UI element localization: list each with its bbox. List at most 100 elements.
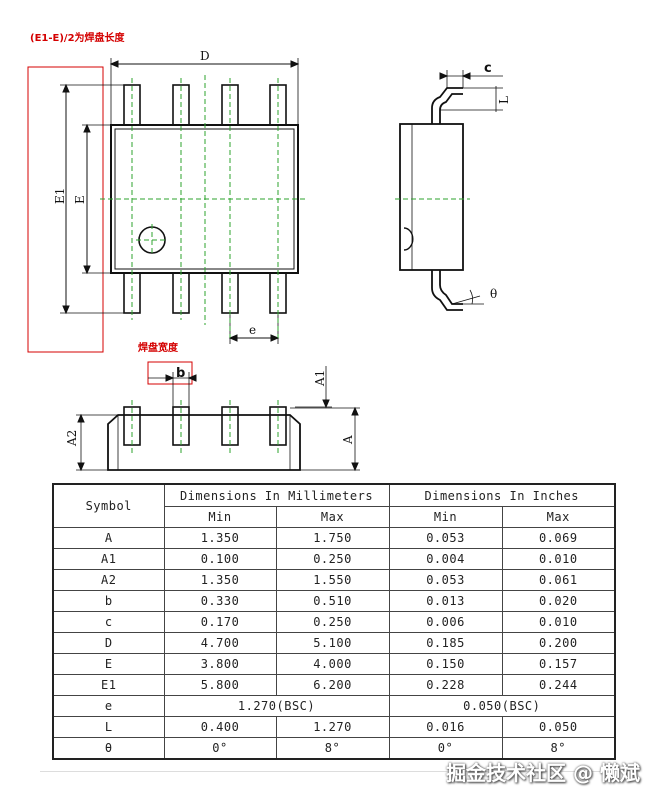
watermark: 掘金技术社区 @ 懒斌 <box>446 761 640 785</box>
front-view <box>76 361 360 472</box>
cell-mm-max: 6.200 <box>275 674 390 696</box>
front-body <box>107 414 301 471</box>
cell-symbol: D <box>52 632 165 654</box>
cell-in-min: 0.053 <box>388 527 503 549</box>
label-E1: E1 <box>53 188 67 204</box>
cell-in-min: 0° <box>388 737 503 760</box>
cell-in-min: 0.150 <box>388 653 503 675</box>
in-max-header: Max <box>501 506 616 528</box>
cell-mm-max: 1.270 <box>275 716 390 738</box>
cell-in-max: 0.069 <box>501 527 616 549</box>
center-lines-top <box>100 75 305 338</box>
cell-mm-max: 1.750 <box>275 527 390 549</box>
in-header: Dimensions In Inches <box>388 483 616 507</box>
cell-mm-max: 0.250 <box>275 611 390 633</box>
cell-in-min: 0.016 <box>388 716 503 738</box>
label-theta: θ <box>490 287 497 301</box>
in-min-header: Min <box>388 506 503 528</box>
cell-in-max: 0.010 <box>501 548 616 570</box>
cell-symbol: e <box>52 695 165 717</box>
cell-mm-min: 0.170 <box>163 611 277 633</box>
cell-mm-max: 8° <box>275 737 390 760</box>
cell-mm-min: 1.350 <box>163 569 277 591</box>
pad-width-note: 焊盘宽度 <box>138 343 178 354</box>
pad-width-highlight-box <box>147 361 193 385</box>
cell-in-max: 0.020 <box>501 590 616 612</box>
cell-in-max: 0.050 <box>501 716 616 738</box>
cell-mm-max: 0.250 <box>275 548 390 570</box>
cell-in-min: 0.006 <box>388 611 503 633</box>
table-row-e: e 1.270(BSC) 0.050(BSC) <box>52 695 616 717</box>
center-lines-front <box>131 400 279 455</box>
cell-mm-min: 0.100 <box>163 548 277 570</box>
cell-in-max: 0.061 <box>501 569 616 591</box>
cell-symbol: E <box>52 653 165 675</box>
e1-highlight-box <box>27 66 104 353</box>
label-D: D <box>200 49 210 63</box>
cell-mm-min: 5.800 <box>163 674 277 696</box>
dimension-table: Symbol Dimensions In Millimeters Dimensi… <box>52 483 616 760</box>
pad-length-note: (E1-E)/2为焊盘长度 <box>30 33 125 44</box>
pin-top-1 <box>123 84 141 126</box>
cell-mm-max: 4.000 <box>275 653 390 675</box>
pin-top-2 <box>172 84 190 126</box>
label-b: b <box>176 366 185 381</box>
cell-symbol: L <box>52 716 165 738</box>
cell-in-max: 0.157 <box>501 653 616 675</box>
cell-symbol: A2 <box>52 569 165 591</box>
cell-mm-min: 3.800 <box>163 653 277 675</box>
cell-symbol: E1 <box>52 674 165 696</box>
cell-mm-max: 1.550 <box>275 569 390 591</box>
symbol-header: Symbol <box>52 483 165 528</box>
cell-mm-max: 0.510 <box>275 590 390 612</box>
cell-in-min: 0.185 <box>388 632 503 654</box>
cell-in-max: 0.244 <box>501 674 616 696</box>
cell-in-min: 0.013 <box>388 590 503 612</box>
divider-line <box>40 771 640 772</box>
pin-top-4 <box>269 84 287 126</box>
package-drawing: D E1 E e c L θ <box>27 49 511 472</box>
cell-mm-min: 0° <box>163 737 277 760</box>
cell-in-max: 8° <box>501 737 616 760</box>
cell-mm-min: 0.330 <box>163 590 277 612</box>
cell-mm-max: 5.100 <box>275 632 390 654</box>
cell-mm-min: 0.400 <box>163 716 277 738</box>
cell-symbol: b <box>52 590 165 612</box>
label-e: e <box>249 323 256 337</box>
top-view <box>27 58 300 353</box>
cell-in-bsc: 0.050(BSC) <box>388 695 616 717</box>
side-view <box>399 70 503 311</box>
label-L: L <box>497 96 511 104</box>
label-A2: A2 <box>65 430 79 447</box>
mm-header: Dimensions In Millimeters <box>163 483 390 507</box>
pin-top-3 <box>221 84 239 126</box>
label-A: A <box>341 435 355 445</box>
cell-mm-bsc: 1.270(BSC) <box>163 695 390 717</box>
cell-symbol: A <box>52 527 165 549</box>
cell-in-max: 0.010 <box>501 611 616 633</box>
mm-max-header: Max <box>275 506 390 528</box>
cell-in-max: 0.200 <box>501 632 616 654</box>
mm-min-header: Min <box>163 506 277 528</box>
cell-symbol: c <box>52 611 165 633</box>
cell-mm-min: 1.350 <box>163 527 277 549</box>
label-A1: A1 <box>313 370 327 387</box>
label-c: c <box>484 61 492 76</box>
cell-in-min: 0.004 <box>388 548 503 570</box>
cell-in-min: 0.053 <box>388 569 503 591</box>
cell-in-min: 0.228 <box>388 674 503 696</box>
cell-symbol: A1 <box>52 548 165 570</box>
cell-symbol: θ <box>52 737 165 760</box>
cell-mm-min: 4.700 <box>163 632 277 654</box>
label-E: E <box>73 195 87 204</box>
